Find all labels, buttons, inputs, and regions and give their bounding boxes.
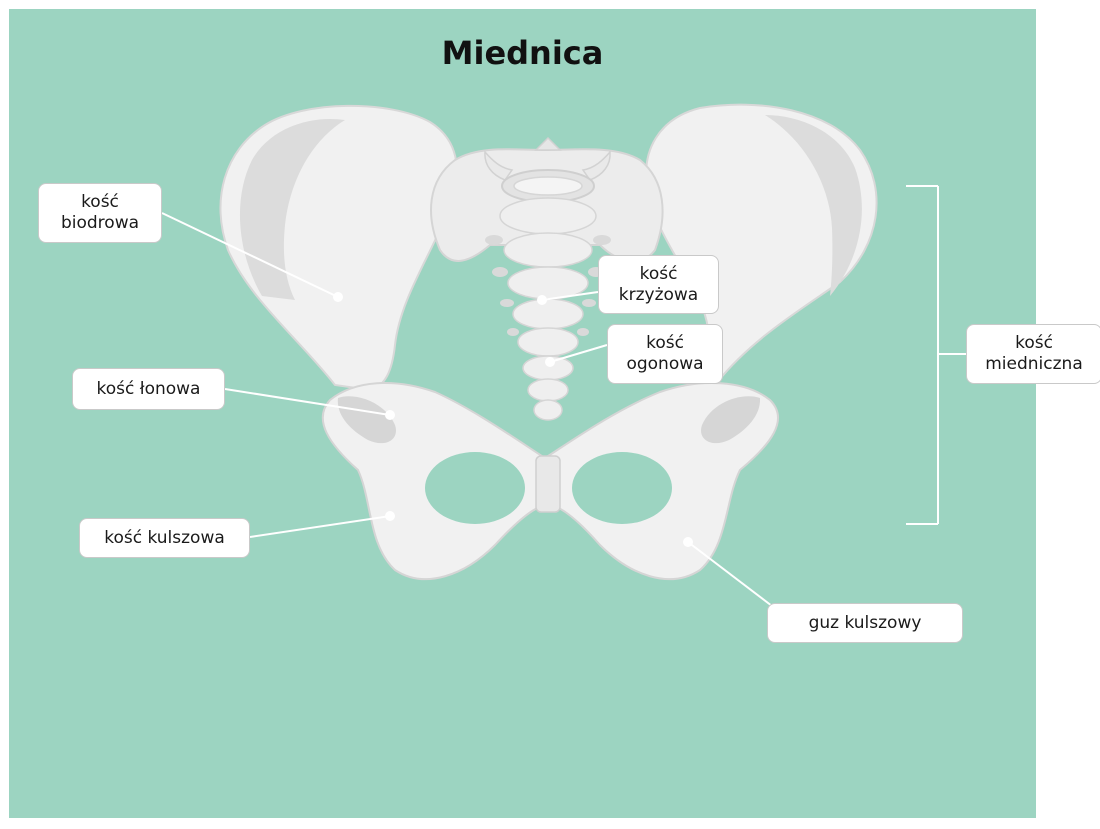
- sacrum-segment-1: [500, 198, 596, 234]
- leader-dot: [333, 292, 343, 302]
- left-obturator-foramen: [425, 452, 525, 524]
- leader-dot: [385, 511, 395, 521]
- sacral-foramen: [485, 235, 503, 245]
- right-obturator-foramen: [572, 452, 672, 524]
- coccyx-segment-3: [534, 400, 562, 420]
- sacral-foramen: [500, 299, 514, 307]
- page-title: Miednica: [0, 34, 1045, 72]
- label-ischial-tuberosity: guz kulszowy: [767, 603, 963, 643]
- label-sacrum: kość krzyżowa: [598, 255, 719, 314]
- sacral-foramen: [492, 267, 508, 277]
- label-ilium: kość biodrowa: [38, 183, 162, 243]
- leader-dot: [385, 410, 395, 420]
- leader-dot: [545, 357, 555, 367]
- coccyx-segment-2: [528, 379, 568, 401]
- pubic-symphysis: [536, 456, 560, 512]
- label-ischium: kość kulszowa: [79, 518, 250, 558]
- leader-dot: [683, 537, 693, 547]
- sacral-foramen: [577, 328, 589, 336]
- sacral-canal-inner: [514, 177, 582, 195]
- sacrum-segment-5: [518, 328, 578, 356]
- sacral-foramen: [593, 235, 611, 245]
- sacral-foramen: [507, 328, 519, 336]
- sacral-foramen: [582, 299, 596, 307]
- label-pubis: kość łonowa: [72, 368, 225, 410]
- sacrum-segment-2: [504, 233, 592, 267]
- sacrum-segment-4: [513, 299, 583, 329]
- leader-dot: [537, 295, 547, 305]
- label-coccyx: kość ogonowa: [607, 324, 723, 384]
- leader-line-ischial-tuberosity: [688, 542, 772, 606]
- hip-bone-bracket: [906, 186, 966, 524]
- sacrum-spine-tip: [536, 138, 560, 150]
- label-hip-bone: kość miedniczna: [966, 324, 1100, 384]
- leader-line-ischium: [250, 516, 390, 537]
